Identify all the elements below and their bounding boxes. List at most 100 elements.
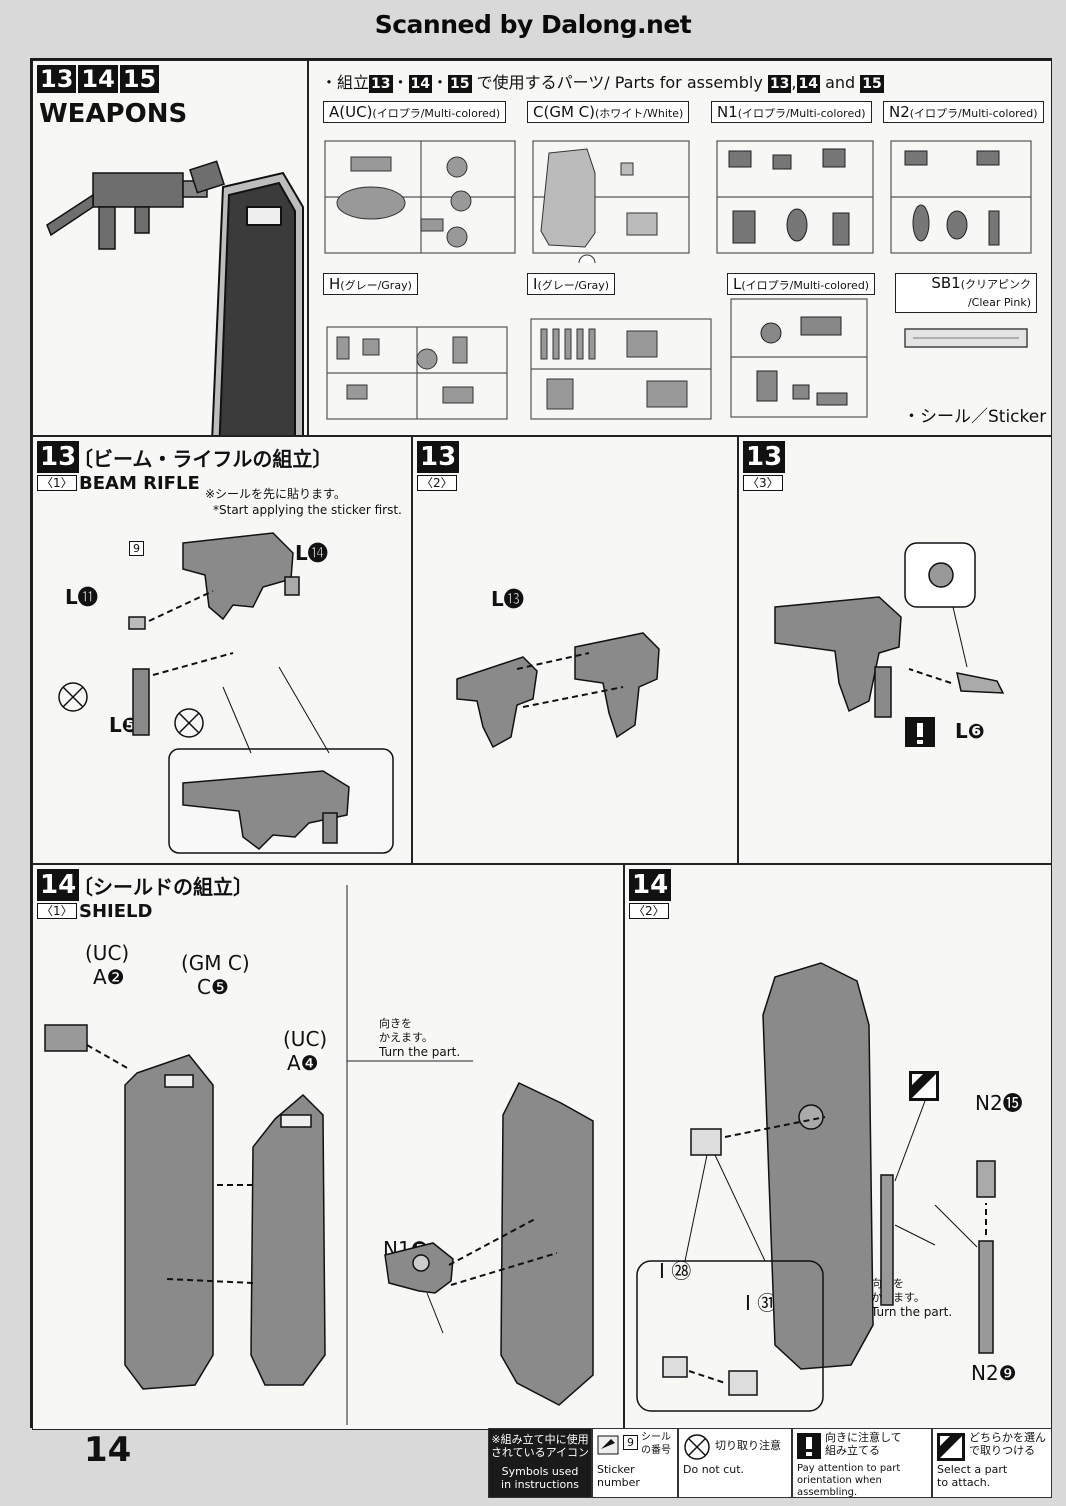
step-14-1-turn-jp: 向きを かえます。	[379, 1017, 433, 1044]
step-14-1-substep: 〈1〉	[37, 903, 77, 919]
runner-code-c: C(GM C)	[533, 103, 595, 121]
part-a2-label: A❷	[93, 965, 125, 989]
select-part-icon	[909, 1071, 939, 1101]
part-gmc-label: (GM C)	[181, 951, 250, 975]
step-13-3-panel: 13 〈3〉 L❻	[738, 436, 1052, 864]
parts-sep-2: ・	[432, 73, 449, 92]
step-13-1-title-jp: 〔ビーム・ライフルの組立〕	[73, 447, 333, 471]
step-13-1-note-en: *Start applying the sticker first.	[213, 503, 402, 517]
step-badge-14: 14	[78, 65, 118, 93]
legend-nocut-jp: 切り取り注意	[715, 1439, 781, 1452]
runner-label-c: C(GM C)(ホワイト/White)	[527, 101, 690, 123]
part-n29-label: N2❾	[971, 1361, 1017, 1385]
runner-label-a: A(UC)(イロプラ/Multi-colored)	[323, 101, 507, 123]
step-14-1-number: 14	[37, 869, 80, 901]
step-badge-15: 15	[119, 65, 160, 93]
step-14-1-title-en: SHIELD	[79, 901, 153, 922]
step-13-1-number: 13	[37, 441, 80, 473]
runner-a-drawing	[324, 140, 516, 254]
runner-sub-h: (グレー/Gray)	[340, 279, 412, 292]
parts-step-15: 15	[448, 75, 472, 93]
runner-label-n2: N2(イロプラ/Multi-colored)	[883, 101, 1044, 123]
part-l14-label: L⓮	[295, 541, 328, 565]
parts-step-14: 14	[408, 75, 432, 93]
runner-n2-drawing	[890, 140, 1032, 254]
no-cut-icon-right	[174, 708, 204, 738]
step-13-1-substep: 〈1〉	[37, 475, 77, 491]
runner-sub-l: (イロプラ/Multi-colored)	[741, 279, 870, 292]
runner-label-n1: N1(イロプラ/Multi-colored)	[711, 101, 872, 123]
weapons-illustration	[46, 160, 304, 435]
part-uc-label-1: (UC)	[85, 941, 130, 965]
step-14-2-turn-en: Turn the part.	[871, 1305, 953, 1319]
step-badge-13: 13	[37, 65, 77, 93]
runner-h-drawing	[326, 326, 508, 420]
runner-label-sb1: SB1(クリアピンク /Clear Pink)	[895, 273, 1037, 313]
runner-code-l: L	[733, 275, 742, 293]
step-13-2-substep: 〈2〉	[417, 475, 457, 491]
runner-i-drawing	[530, 318, 712, 420]
parts-prefix: ・組立	[321, 73, 370, 92]
runner-code-a: A(UC)	[329, 103, 373, 121]
parts-step-15b: 15	[860, 75, 884, 93]
detail-bubble	[904, 542, 976, 608]
step-13-1-title-en: BEAM RIFLE	[79, 473, 200, 494]
step-14-2-substep: 〈2〉	[629, 903, 669, 919]
part-l13-label: L⓭	[491, 587, 524, 611]
runner-label-l: L(イロプラ/Multi-colored)	[727, 273, 876, 295]
part-i28-label: I ㉘	[659, 1259, 692, 1283]
symbols-jp: ※組み立て中に使用 されているアイコン	[490, 1433, 590, 1459]
runner-code-sb1: SB1	[931, 274, 961, 292]
parts-comma: ,	[791, 73, 797, 92]
rifle-illustration	[46, 160, 225, 250]
sticker-label: ・シール／Sticker	[903, 407, 1047, 427]
legend-no-cut: 切り取り注意 Do not cut.	[678, 1428, 792, 1498]
parts-step-14b: 14	[796, 75, 820, 93]
step-13-2-panel: 13 〈2〉 L⓭	[412, 436, 738, 864]
part-n215-label: N2⓯	[975, 1091, 1023, 1115]
legend-attention-en: Pay attention to part orientation when a…	[797, 1463, 901, 1498]
runner-sub-c: (ホワイト/White)	[595, 107, 684, 120]
legend-sticker-sample: 9	[623, 1435, 638, 1450]
step-13-3-illustration	[774, 542, 1005, 747]
step-13-1-illustration	[58, 532, 394, 854]
attention-icon	[797, 1433, 821, 1459]
runner-label-h: H(グレー/Gray)	[323, 273, 418, 295]
parts-sep-1: ・	[392, 73, 409, 92]
runner-code-h: H	[329, 275, 341, 293]
runner-sub-n2: (イロプラ/Multi-colored)	[909, 107, 1038, 120]
runner-sub-a: (イロプラ/Multi-colored)	[372, 107, 501, 120]
part-i31-label: I ㉛	[745, 1291, 778, 1315]
legend-nocut-en: Do not cut.	[683, 1463, 745, 1476]
step-14-1-title-jp: 〔シールドの組立〕	[73, 875, 253, 899]
runner-sub-i: (グレー/Gray)	[537, 279, 610, 292]
legend-select-jp: どちらかを選ん で取りつける	[969, 1431, 1046, 1457]
step-13-2-illustration	[456, 632, 660, 749]
parts-step-13b: 13	[767, 75, 792, 93]
step-13-3-number: 13	[743, 441, 786, 473]
legend-select-en: Select a part to attach.	[937, 1463, 1008, 1489]
parts-and: and	[825, 73, 856, 92]
attention-icon	[905, 717, 935, 747]
sticker-number-text: 9	[133, 542, 140, 555]
page-number: 14	[84, 1430, 132, 1470]
runner-sub-n1: (イロプラ/Multi-colored)	[737, 107, 866, 120]
step-13-2-number: 13	[417, 441, 460, 473]
scanned-by-watermark: Scanned by Dalong.net	[374, 10, 692, 39]
step-14-1-illustration	[44, 885, 594, 1425]
parts-step-13: 13	[369, 75, 393, 93]
part-l6-label: L❻	[955, 719, 985, 743]
runner-n1-drawing	[716, 140, 874, 254]
no-cut-icon-left	[58, 682, 88, 712]
part-c5-label: C❺	[197, 975, 229, 999]
runner-l-drawing	[730, 298, 868, 418]
step-13-3-substep: 〈3〉	[743, 475, 783, 491]
step-14-2-illustration	[636, 962, 996, 1412]
symbols-en: Symbols used in instructions	[501, 1465, 579, 1491]
legend-attention-jp: 向きに注意して 組み立てる	[825, 1431, 902, 1457]
sticker-number-badge: 9	[129, 541, 144, 556]
